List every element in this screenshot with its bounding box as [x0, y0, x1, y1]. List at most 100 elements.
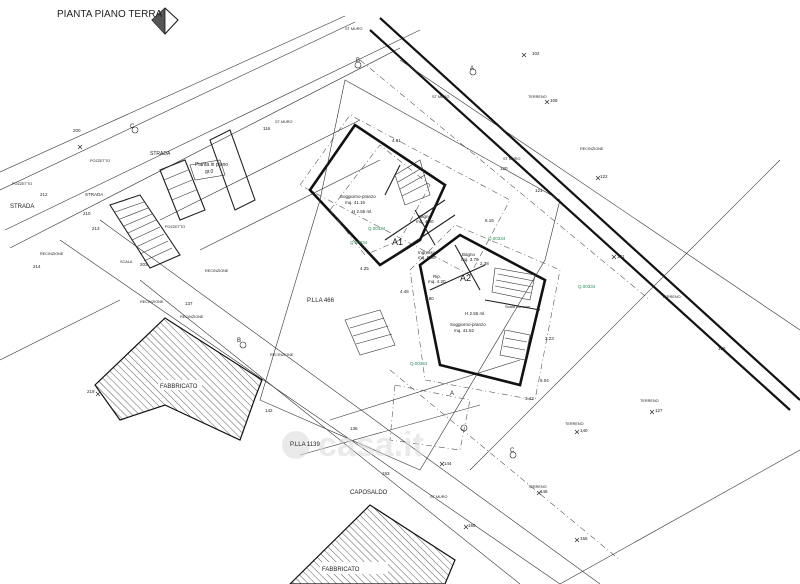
plan-label-ref-213: 213	[92, 226, 100, 231]
plan-label-section-b: B	[356, 58, 360, 64]
plan-label-section-c2: C	[510, 448, 515, 454]
plan-label-st-muro-5: ST MURO	[430, 495, 447, 499]
plan-label-st-muro-1: ST MURO	[275, 120, 292, 124]
plan-label-bagno-2: Bagno	[462, 252, 476, 257]
plan-label-ref-127: 127	[655, 408, 663, 413]
plan-label-a2: A2	[460, 273, 471, 283]
plan-label-pozzetto-2: POZZETTO	[12, 182, 32, 186]
unit-a2	[409, 224, 561, 401]
plan-label-ref-102: 102	[532, 51, 540, 56]
plan-label-p-lla-466: P.LLA 466	[307, 298, 335, 304]
plan-label-ref-121: 121	[535, 188, 543, 193]
plan-label-ref-214: 214	[33, 264, 41, 269]
plan-label-ref-150: 150	[468, 523, 476, 528]
plan-label-dim-6: 1.80	[425, 296, 434, 301]
survey-markers	[77, 52, 655, 543]
plan-label-scala-label: SCALA	[120, 260, 133, 264]
plan-label-ref-137: 137	[185, 301, 193, 306]
plan-label-recinzione-6: RECINZIONE	[580, 147, 604, 151]
plan-label-green-3: Q.00334	[488, 236, 506, 241]
plan-label-terreno-3: TERRENO	[640, 399, 659, 403]
plan-label-a1: A1	[392, 237, 403, 247]
plan-label-ref-210: 210	[83, 211, 91, 216]
plan-label-dim-8: 4.45	[400, 289, 409, 294]
plan-label-green-5: Q.00334	[410, 361, 428, 366]
lot-boundary	[259, 79, 561, 471]
plan-label-fabbricato-bottom: FABBRICATO	[322, 567, 360, 573]
plan-label-pianta-b: gr.0	[205, 169, 214, 175]
plan-label-dim-9: 2.38	[480, 261, 489, 266]
plan-label-ref-136: 136	[350, 426, 358, 431]
unit-a1	[299, 114, 511, 276]
plan-label-dim-1: 4.61	[392, 138, 401, 143]
plan-label-fabbricato-top: FABBRICATO	[160, 384, 198, 390]
plan-label-ref-126: 126	[718, 346, 726, 351]
plan-label-dim-7: 3.23	[545, 336, 554, 341]
plan-label-ref-146: 146	[540, 489, 548, 494]
plan-label-dim-3: 6.04	[540, 378, 549, 383]
plan-label-recinzione-2: RECINZIONE	[140, 300, 164, 304]
plan-label-dim-5: 4.25	[360, 266, 369, 271]
plan-label-ref-156: 156	[580, 536, 588, 541]
fabbricato-top-building	[94, 317, 263, 441]
plan-label-h-a2: H 2.55 ml.	[465, 311, 486, 316]
external-stair	[109, 129, 256, 269]
plan-label-pianta-a: Pianta in piano	[195, 162, 228, 168]
plan-label-ref-144: 144	[444, 461, 452, 466]
plan-label-soggiorno-a2-mq: mq. 41.52	[454, 328, 475, 333]
plan-label-pozzetto-3: POZZETTO	[165, 225, 185, 229]
plan-label-st-muro-2: ST MURO	[345, 27, 362, 31]
plan-label-ref-122: 122	[600, 174, 608, 179]
north-arrow-icon	[151, 7, 179, 35]
plan-label-section-a2: A	[450, 391, 454, 397]
plan-label-ingresso: Ingresso	[418, 250, 436, 255]
road-boundaries	[0, 15, 800, 584]
watermark: casa.it	[282, 426, 424, 464]
plan-label-ref-108: 108	[550, 98, 558, 103]
plan-label-caposaldo: CAPOSALDO	[350, 490, 388, 496]
plan-label-st-muro-3: ST MURO	[503, 157, 520, 161]
plan-label-dim-4: 3.43	[525, 396, 534, 401]
plan-label-ref-153: 153	[382, 471, 390, 476]
plan-label-green-4: Q.00334	[578, 284, 596, 289]
plan-label-ref-219: 219	[87, 389, 95, 394]
plan-label-terreno-4: TERRENO	[565, 422, 584, 426]
plan-label-terreno-1: TERRENO	[528, 95, 547, 99]
plan-label-strada-a: STRADA	[10, 204, 34, 210]
plan-label-soggiorno-a1-mq: mq. 41.16	[345, 200, 366, 205]
plan-labels: STRADA STRADA STRADA Pianta in piano gr.…	[10, 27, 726, 573]
plan-label-ref-120: 120	[500, 166, 508, 171]
plan-label-green-1: Q.00334	[368, 226, 386, 231]
plan-label-bagno-2-mq: mq. 3.78	[461, 257, 479, 262]
plan-label-terreno-5: TERRENO	[528, 485, 547, 489]
plan-label-ref-200: 200	[73, 128, 81, 133]
title: PIANTA PIANO TERRA	[57, 9, 163, 20]
plan-label-strada-b: STRADA	[150, 151, 171, 157]
plan-label-ref-116: 116	[263, 126, 271, 131]
plan-label-dim-2: 5.15	[485, 218, 494, 223]
plan-label-soggiorno-a2: Soggiorno-pranzo	[450, 322, 486, 327]
plan-label-p-lla-1139: P.LLA 1139	[290, 442, 320, 448]
plan-label-strada-c: STRADA	[85, 192, 103, 197]
plan-label-pozzetto-1: POZZETTO	[90, 159, 110, 163]
plan-label-st-muro-4: ST MURO	[432, 95, 449, 99]
plan-label-recinzione-1: RECINZIONE	[40, 252, 64, 256]
plan-label-ref-131: 131	[617, 254, 625, 259]
plan-label-h-a1: H 2.55 ml.	[352, 209, 373, 214]
plan-label-bagno-1-mq: mq. 4.00	[416, 219, 434, 224]
plan-label-bagno-1: Bagno	[418, 214, 432, 219]
plan-label-scala-a2: Scala comune	[505, 304, 531, 309]
plan-label-rip-mq: mq. 4.20	[428, 279, 446, 284]
plan-label-ingresso-mq: mq. 5.00	[418, 255, 436, 260]
plan-label-recinzione-5: RECINZIONE	[180, 315, 204, 319]
plan-label-ref-142: 142	[265, 408, 273, 413]
plan-label-ref-203: 203	[140, 262, 148, 267]
plan-label-ref-212: 212	[40, 192, 48, 197]
plan-label-section-b2: B	[237, 338, 241, 344]
plan-label-rip: Rip.	[433, 274, 441, 279]
plan-label-ref-140: 140	[580, 428, 588, 433]
plan-label-soggiorno-a1: Soggiorno-pranzo	[340, 194, 376, 199]
plan-label-recinzione-4: RECINZIONE	[270, 353, 294, 357]
plan-label-terreno-2: TERRENO	[662, 295, 681, 299]
